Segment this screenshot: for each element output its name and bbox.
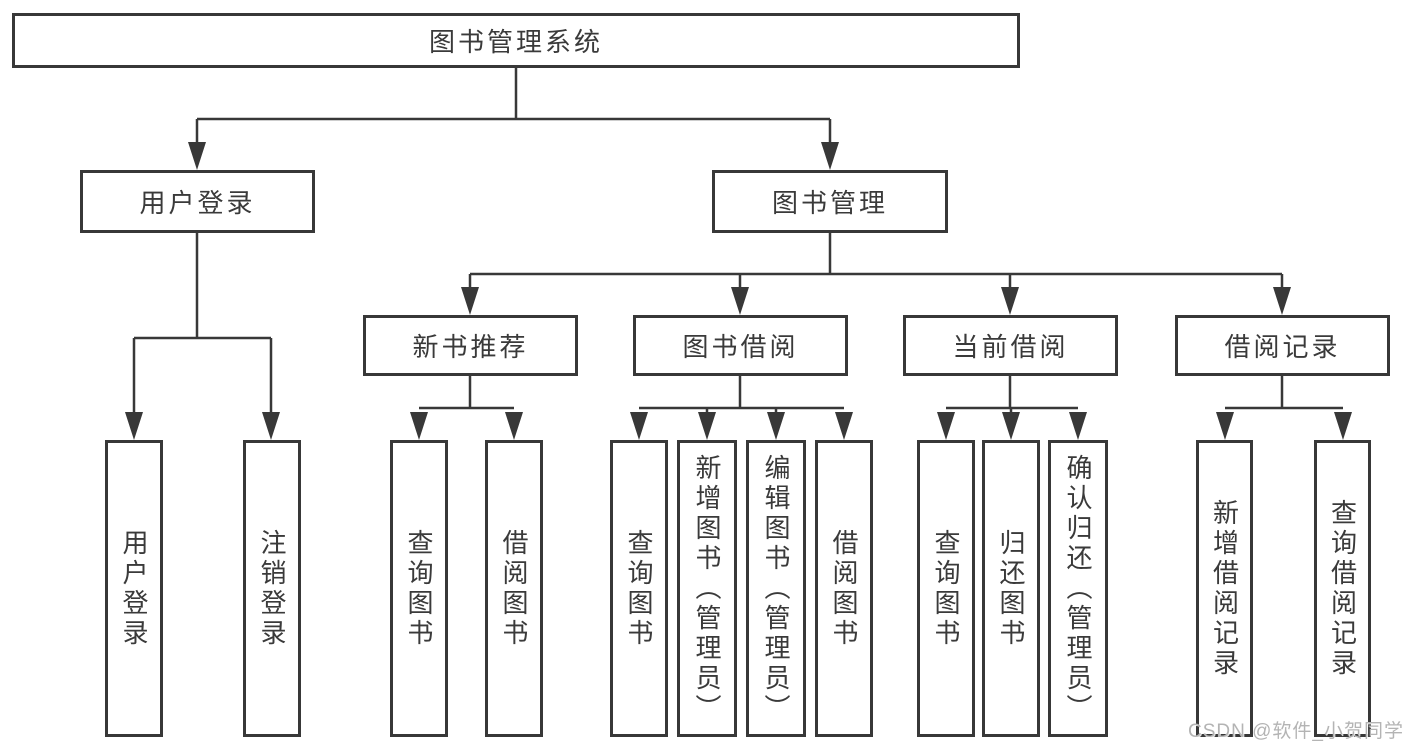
arrowheads [125,142,1352,440]
leaf-query-borrow-record: 查询借阅记录 [1314,440,1371,737]
leaf-query-books-recommend: 查询图书 [390,440,448,737]
tree-edges [132,68,1343,414]
node-book-borrow: 图书借阅 [633,315,848,376]
leaf-user-login: 用户登录 [105,440,163,737]
node-library-system: 图书管理系统 [12,13,1020,68]
leaf-borrow-books: 借阅图书 [815,440,873,737]
csdn-watermark: CSDN @软件_小贺同学 [1188,721,1404,742]
leaf-logout: 注销登录 [243,440,301,737]
leaf-borrow-books-recommend: 借阅图书 [485,440,543,737]
node-user-login-module: 用户登录 [80,170,315,233]
leaf-return-books: 归还图书 [982,440,1040,737]
node-current-borrow: 当前借阅 [903,315,1118,376]
leaf-query-books-borrow: 查询图书 [610,440,668,737]
leaf-edit-books-admin: 编辑图书（管理员） [746,440,806,737]
node-book-management-module: 图书管理 [712,170,948,233]
leaf-confirm-return-admin: 确认归还（管理员） [1048,440,1108,737]
node-borrow-records: 借阅记录 [1175,315,1390,376]
leaf-add-borrow-record: 新增借阅记录 [1196,440,1253,737]
leaf-add-books-admin: 新增图书（管理员） [677,440,737,737]
node-new-book-recommend: 新书推荐 [363,315,578,376]
leaf-query-books-current: 查询图书 [917,440,975,737]
